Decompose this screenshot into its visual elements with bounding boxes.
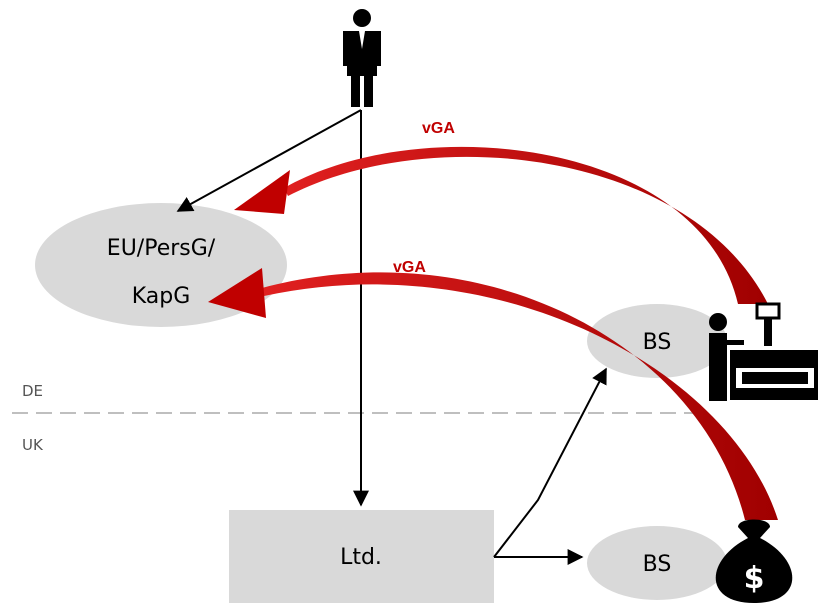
bs-de-label: BS — [643, 330, 672, 355]
parent-entity-label-line1: EU/PersG/ — [107, 236, 216, 261]
factory-worker-icon — [709, 302, 818, 401]
border-label-uk: UK — [22, 436, 44, 454]
money-bag-icon: $ — [715, 519, 793, 603]
ltd-node — [229, 510, 494, 603]
border-label-de: DE — [22, 382, 43, 400]
person-icon — [343, 9, 381, 107]
arrow-shareholder-to-parent — [176, 109, 362, 212]
vga-label-upper: vGA — [422, 120, 455, 137]
svg-text:$: $ — [744, 561, 765, 596]
vga-label-lower: vGA — [393, 259, 426, 276]
parent-entity-label-line2: KapG — [132, 284, 191, 309]
ltd-label: Ltd. — [340, 545, 382, 570]
bs-uk-label: BS — [643, 552, 672, 577]
arrow-ltd-to-bs-de — [493, 367, 607, 558]
vga-arrow-upper — [234, 146, 768, 304]
vga-arrow-lower — [208, 268, 778, 520]
bs-de-node — [587, 304, 727, 378]
bs-uk-node — [587, 526, 727, 600]
